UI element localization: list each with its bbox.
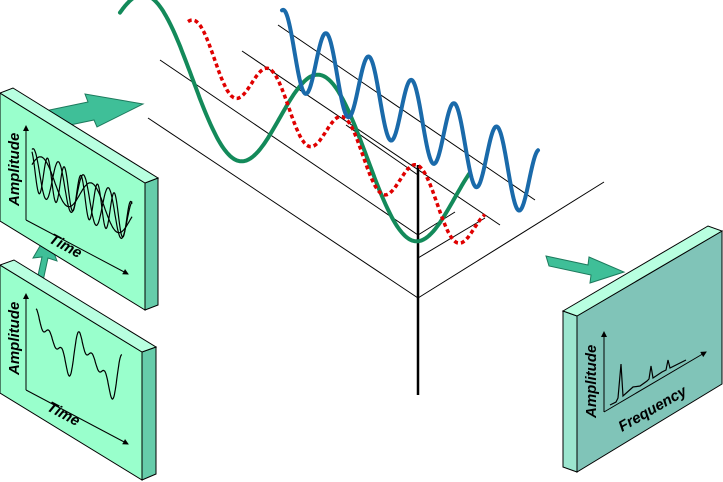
time-domain-panel-top: Amplitude Time <box>0 87 160 311</box>
low-frequency-wave <box>118 0 472 244</box>
grid-line <box>159 59 419 236</box>
x-axis <box>25 219 129 275</box>
composite-signal-trace <box>35 308 122 400</box>
time-domain-panel-bottom: Amplitude Time <box>0 259 158 481</box>
x-axis <box>603 351 707 413</box>
grid-line <box>417 181 605 299</box>
panel-top-edge <box>561 225 723 317</box>
grid-line <box>241 50 501 226</box>
y-axis-label: Amplitude <box>583 345 600 419</box>
x-axis <box>25 389 129 445</box>
grid-line <box>147 117 419 299</box>
component-wave-trace <box>31 148 133 240</box>
grid-line <box>277 24 536 201</box>
high-frequency-wave <box>280 7 540 213</box>
component-wave-trace <box>31 151 133 238</box>
panel-side <box>562 310 578 473</box>
y-axis-label: Amplitude <box>6 302 23 376</box>
spectrum-trace <box>609 359 687 406</box>
arrow-to-frequency-panel <box>545 255 626 284</box>
panel-top-edge <box>0 259 158 353</box>
y-axis-label: Amplitude <box>6 133 23 207</box>
grid-line <box>417 211 456 236</box>
composite-wave-trace <box>31 156 133 234</box>
panel-top-edge <box>0 87 160 184</box>
panel-side <box>144 177 159 311</box>
frequency-domain-panel: Amplitude Frequency <box>561 225 723 473</box>
mid-frequency-wave <box>187 18 487 245</box>
panel-side <box>141 346 157 481</box>
